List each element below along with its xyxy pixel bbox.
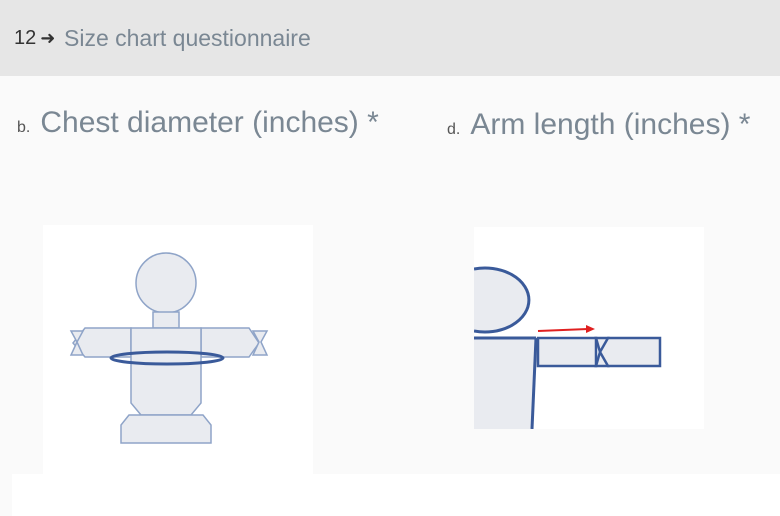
subquestion-chest: b. Chest diameter (inches) * xyxy=(17,106,379,140)
figure-neck xyxy=(152,311,180,329)
answer-input-area[interactable] xyxy=(12,474,780,516)
arm-figure-illustration xyxy=(473,266,662,430)
figure-left-hand xyxy=(69,330,85,356)
figure-body-edge xyxy=(530,337,538,430)
figure-torso xyxy=(130,327,202,416)
question-header: 12 ➜ Size chart questionnaire xyxy=(0,0,780,76)
chest-figure-illustration xyxy=(69,252,269,444)
subquestion-label: Chest diameter (inches) * xyxy=(40,106,379,139)
arrow-right-icon: ➜ xyxy=(40,28,56,48)
chest-diagram-image xyxy=(43,225,313,475)
arm-measure-arrow-line xyxy=(537,328,589,332)
figure-right-hand xyxy=(251,330,269,356)
figure-upper-arm xyxy=(536,336,598,368)
figure-head-fill xyxy=(474,268,529,332)
figure-hips xyxy=(120,414,212,444)
question-number-text: 12 xyxy=(14,27,37,49)
figure-forearm xyxy=(598,336,662,368)
arm-measure-arrow-head xyxy=(586,325,595,333)
figure-head xyxy=(473,266,531,334)
subquestion-letter: d. xyxy=(447,121,461,138)
subquestion-letter: b. xyxy=(17,119,31,136)
subquestion-label: Arm length (inches) * xyxy=(470,108,751,141)
arm-diagram-image xyxy=(473,227,704,430)
figure-head xyxy=(135,252,197,314)
subquestion-arm: d. Arm length (inches) * xyxy=(447,108,750,142)
question-title: Size chart questionnaire xyxy=(64,25,311,51)
question-number: 12 ➜ xyxy=(14,27,55,50)
chest-measure-band xyxy=(109,350,225,366)
figure-body-fill xyxy=(474,338,536,429)
